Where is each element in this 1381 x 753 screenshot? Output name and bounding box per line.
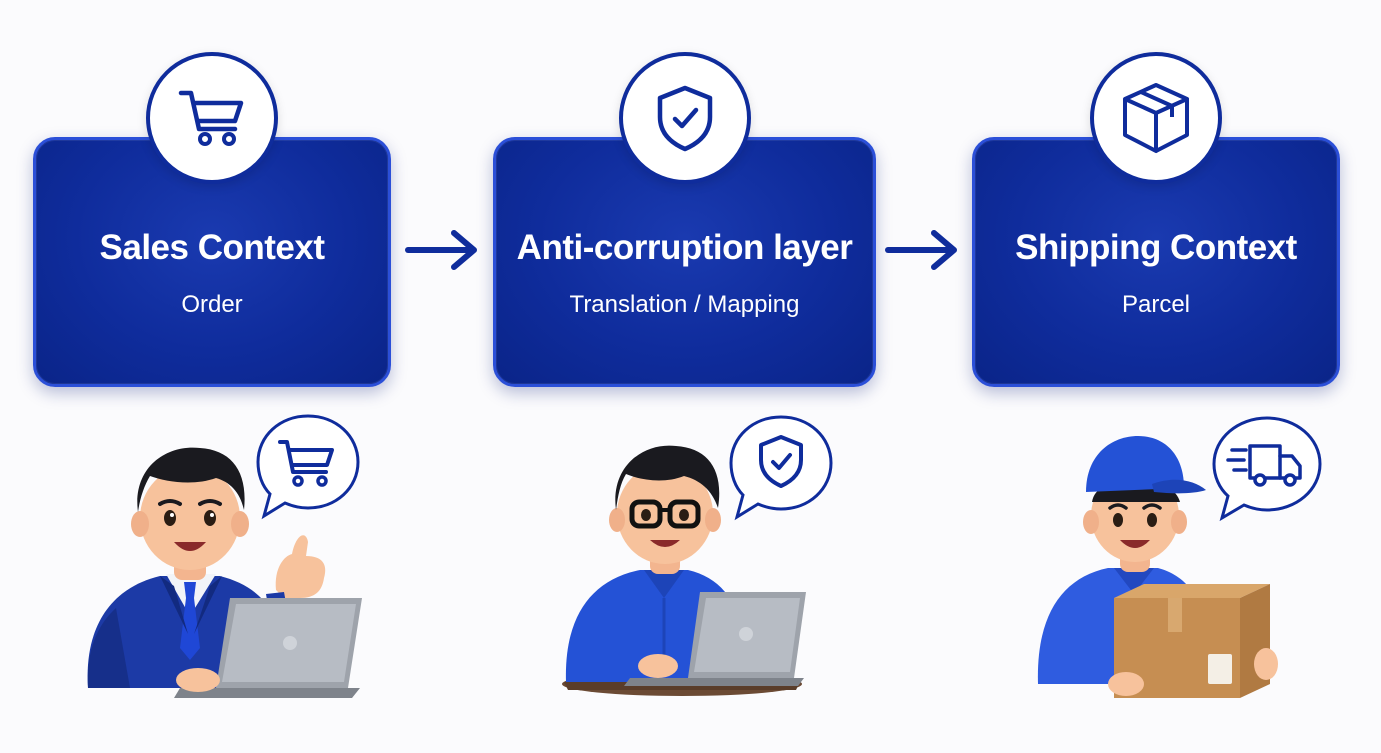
shopping-cart-icon bbox=[278, 440, 334, 474]
delivery-worker-illustration bbox=[1037, 436, 1278, 698]
arrow-right-icon bbox=[885, 230, 957, 270]
shipping-context-subtitle: Parcel bbox=[1121, 291, 1191, 318]
shield-check-icon bbox=[657, 85, 713, 152]
sales-badge bbox=[146, 52, 278, 184]
speech-bubble-developer bbox=[729, 415, 833, 521]
shipping-badge bbox=[1090, 52, 1222, 184]
shield-check-icon bbox=[759, 435, 803, 488]
developer-illustration bbox=[562, 445, 806, 696]
salesperson-illustration bbox=[87, 447, 362, 698]
speech-bubble-sales bbox=[256, 414, 360, 520]
anti-corruption-layer-title: Anti-corruption layer bbox=[516, 228, 853, 267]
shopping-cart-icon bbox=[178, 90, 244, 146]
anti-corruption-layer-subtitle: Translation / Mapping bbox=[569, 291, 800, 318]
sales-context-title: Sales Context bbox=[99, 228, 325, 267]
package-box-icon bbox=[1123, 83, 1189, 153]
shipping-context-title: Shipping Context bbox=[1015, 228, 1297, 267]
speech-bubble-delivery bbox=[1212, 416, 1322, 522]
anti-corruption-badge bbox=[619, 52, 751, 184]
sales-context-subtitle: Order bbox=[181, 291, 243, 318]
arrow-right-icon bbox=[405, 230, 477, 270]
